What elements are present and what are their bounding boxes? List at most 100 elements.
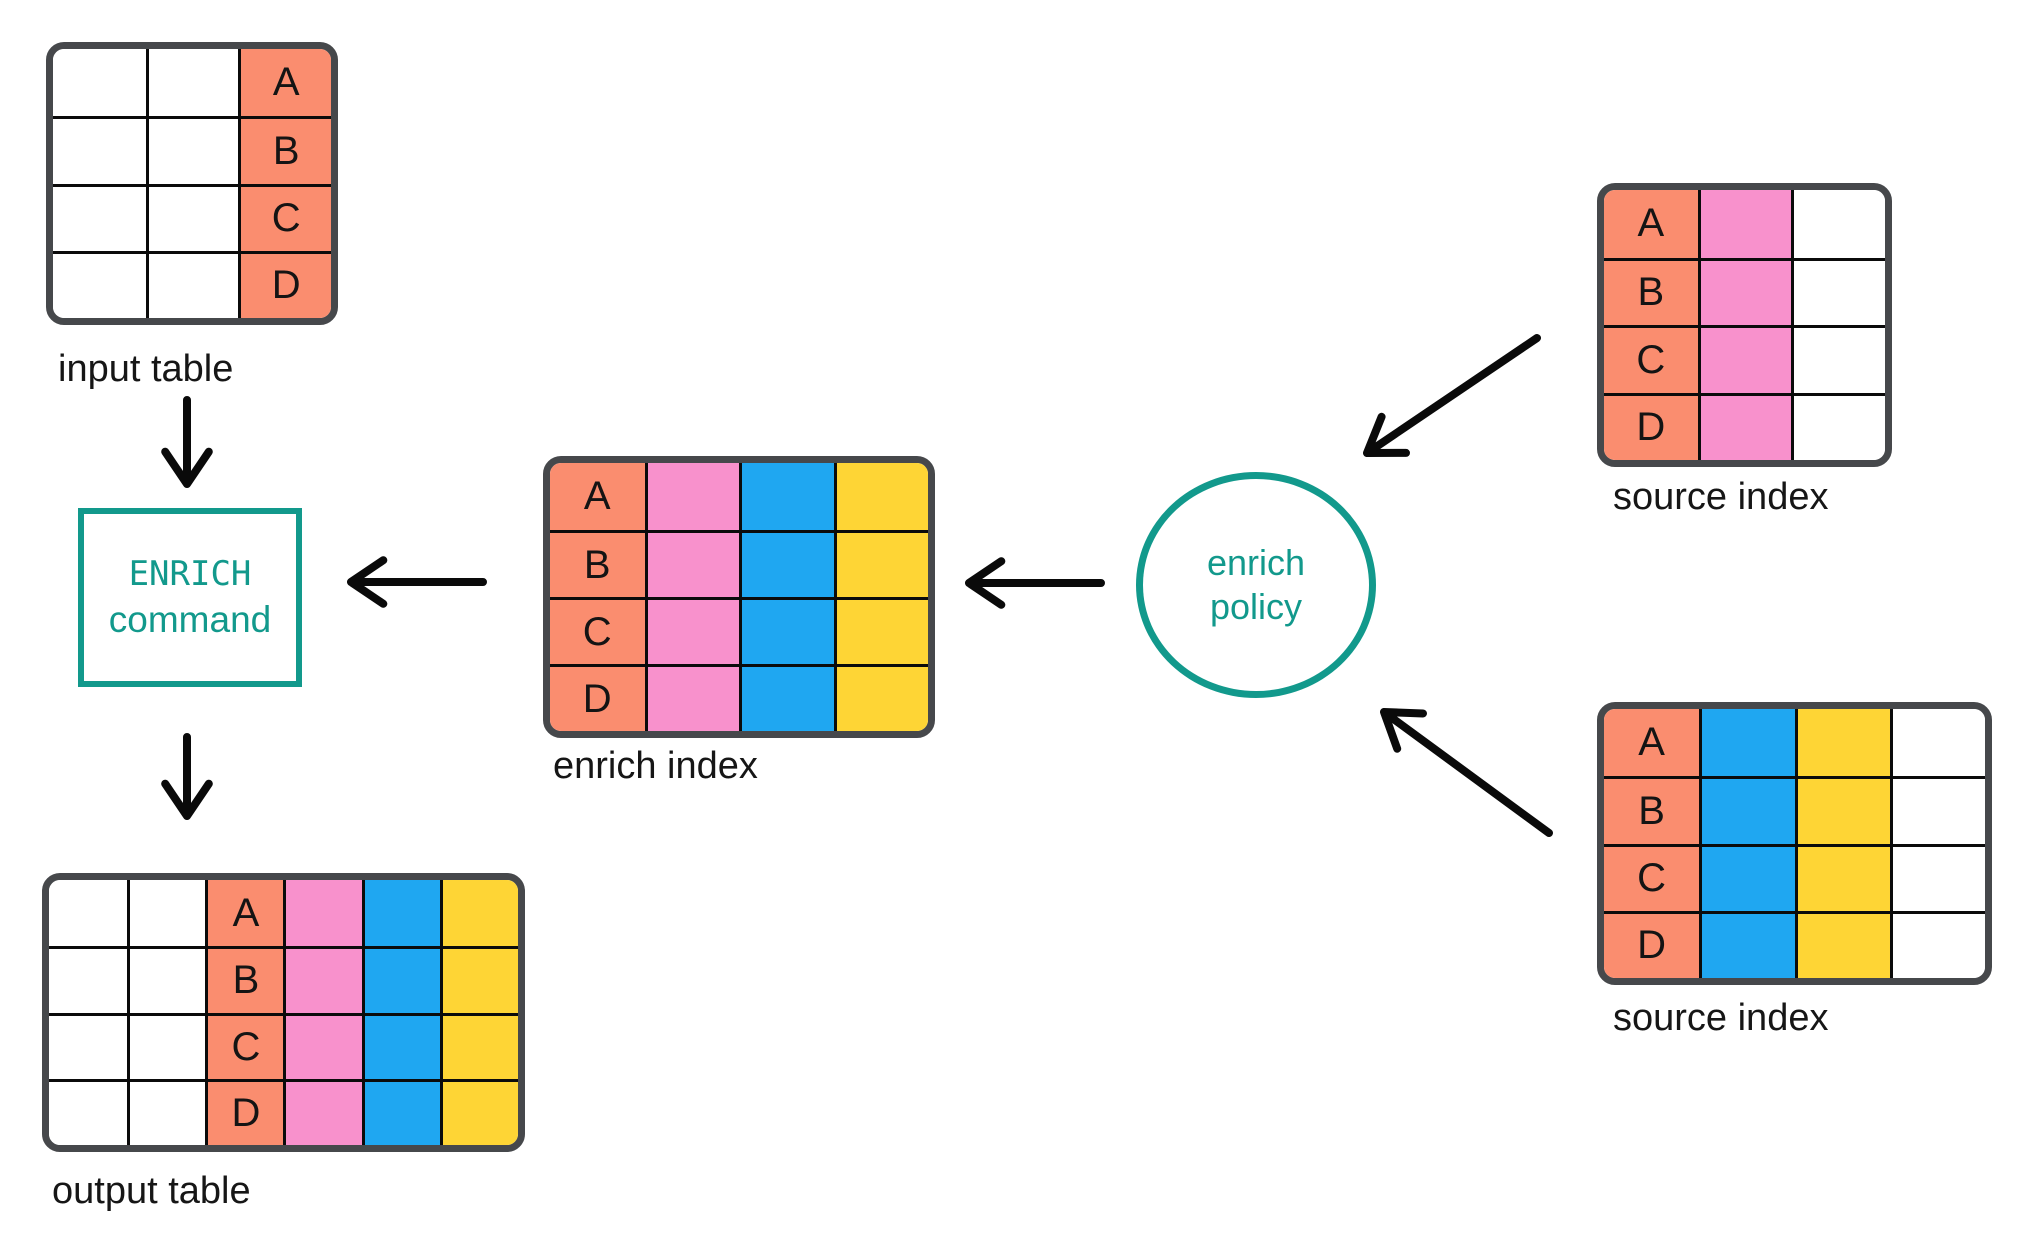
table-cell (833, 664, 928, 731)
table-cell: C (1604, 325, 1698, 393)
table-cell: B (1604, 776, 1700, 844)
table-cell (833, 530, 928, 597)
table-cell (1889, 843, 1985, 911)
table-cell: D (550, 664, 645, 731)
enrich-index-label: enrich index (553, 745, 758, 787)
table-cell: B (205, 946, 284, 1013)
table-cell (361, 880, 440, 947)
table-cell (127, 946, 206, 1013)
table-cell (53, 183, 146, 251)
table-cell (1791, 392, 1885, 460)
table-cell: C (1604, 843, 1700, 911)
output-table-label: output table (52, 1170, 251, 1212)
table-cell (127, 1078, 206, 1145)
table-cell (53, 250, 146, 318)
source-index-top-label: source index (1613, 476, 1829, 518)
table-cell: D (1604, 910, 1700, 978)
table-cell (283, 880, 362, 947)
table-cell (283, 1012, 362, 1079)
table-cell (439, 1012, 518, 1079)
table-cell (53, 49, 146, 117)
table-cell: A (1604, 709, 1700, 777)
table-cell (361, 946, 440, 1013)
enrich-command-word: command (108, 599, 272, 640)
table-cell: C (238, 183, 331, 251)
table-cell (1791, 325, 1885, 393)
table-cell: A (238, 49, 331, 117)
table-cell: C (550, 597, 645, 664)
table-cell (739, 664, 834, 731)
input-table-to-enrich-command-arrow (161, 396, 213, 488)
table-cell: A (550, 463, 645, 530)
table-cell (1889, 910, 1985, 978)
table-cell: B (1604, 257, 1698, 325)
table-cell (361, 1078, 440, 1145)
table-cell (361, 1012, 440, 1079)
table-cell (1697, 392, 1792, 460)
table-cell: D (205, 1078, 284, 1145)
table-cell: C (205, 1012, 284, 1079)
table-cell (439, 946, 518, 1013)
table-cell (283, 1078, 362, 1145)
table-cell (1791, 257, 1885, 325)
input-table-label: input table (58, 348, 234, 390)
enrich-policy-line2: policy (1209, 586, 1303, 627)
table-cell (145, 183, 239, 251)
table-cell (1889, 776, 1985, 844)
table-cell (49, 880, 128, 947)
enrich-policy-line1: enrich (1206, 542, 1306, 583)
table-cell (127, 1012, 206, 1079)
enrich-command-box: ENRICH command (78, 508, 302, 687)
table-cell (145, 116, 239, 184)
table-cell (145, 49, 239, 117)
table-cell: D (238, 250, 331, 318)
table-cell: A (1604, 190, 1698, 258)
table-cell (145, 250, 239, 318)
table-cell (739, 597, 834, 664)
source-index-bottom-label: source index (1613, 997, 1829, 1039)
table-cell (644, 664, 739, 731)
table-cell (1791, 190, 1885, 258)
table-cell: B (238, 116, 331, 184)
table-cell (283, 946, 362, 1013)
table-cell (833, 597, 928, 664)
table-cell (1697, 190, 1792, 258)
table-cell (439, 1078, 518, 1145)
table-cell (1699, 709, 1795, 777)
table-cell: D (1604, 392, 1698, 460)
table-cell (439, 880, 518, 947)
enrich-policy-to-enrich-index-arrow (965, 557, 1105, 609)
table-cell (49, 1078, 128, 1145)
table-cell (1794, 709, 1890, 777)
table-cell (49, 1012, 128, 1079)
table-cell (1697, 325, 1792, 393)
table-cell (1699, 843, 1795, 911)
table-cell (739, 530, 834, 597)
enrich-policy-circle: enrich policy (1136, 472, 1376, 698)
table-cell (1794, 776, 1890, 844)
table-cell (1699, 776, 1795, 844)
table-cell: A (205, 880, 284, 947)
table-cell (644, 530, 739, 597)
table-cell (53, 116, 146, 184)
source-index-bottom-to-enrich-policy-arrow (1380, 708, 1553, 837)
enrich-index-to-enrich-command-arrow (347, 556, 487, 608)
table-cell (1699, 910, 1795, 978)
enrich-command-to-output-table-arrow (161, 733, 213, 820)
table-cell (739, 463, 834, 530)
table-cell (1697, 257, 1792, 325)
table-cell (1794, 843, 1890, 911)
enrich-command-keyword: ENRICH (128, 554, 252, 594)
table-cell (833, 463, 928, 530)
table-cell (644, 463, 739, 530)
table-cell (49, 946, 128, 1013)
table-cell: B (550, 530, 645, 597)
table-cell (127, 880, 206, 947)
